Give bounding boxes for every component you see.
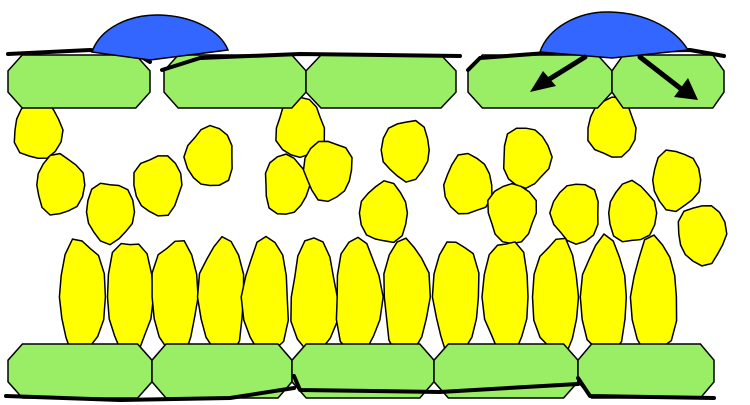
palisade-cell — [384, 238, 430, 354]
spongy-mesophyll-layer — [14, 97, 727, 266]
palisade-cell — [630, 235, 676, 352]
palisade-cell — [336, 237, 383, 353]
palisade-cell — [108, 244, 154, 361]
lower-epidermis-cell — [578, 344, 714, 398]
spongy-cell — [653, 150, 701, 211]
palisade-mesophyll-layer — [59, 234, 676, 361]
water-drop — [540, 12, 688, 58]
spongy-cell — [444, 154, 492, 214]
palisade-cell — [580, 234, 626, 353]
spongy-cell — [87, 183, 135, 244]
palisade-cell — [482, 242, 528, 360]
spongy-cell — [550, 184, 598, 244]
spongy-cell — [134, 156, 182, 216]
spongy-cell — [609, 180, 657, 241]
palisade-cell — [241, 237, 288, 353]
lower-epidermis-cell — [8, 344, 152, 398]
spongy-cell — [359, 181, 407, 243]
palisade-cell — [59, 239, 105, 357]
palisade-cell — [152, 241, 198, 357]
upper-epidermis-cell — [306, 55, 456, 108]
spongy-cell — [504, 128, 552, 188]
spongy-cell — [37, 154, 85, 215]
spongy-cell — [184, 126, 232, 186]
palisade-cell — [198, 237, 244, 354]
palisade-cell — [291, 238, 337, 354]
palisade-cell — [432, 242, 479, 358]
water-drop — [92, 15, 228, 60]
spongy-cell — [381, 121, 429, 183]
palisade-cell — [533, 238, 579, 355]
spongy-cell — [488, 184, 537, 244]
spongy-cell — [304, 141, 353, 201]
spongy-cell — [266, 154, 311, 214]
upper-epidermis-cell — [8, 55, 150, 108]
water-drop-layer — [92, 12, 688, 60]
spongy-cell — [678, 206, 727, 266]
